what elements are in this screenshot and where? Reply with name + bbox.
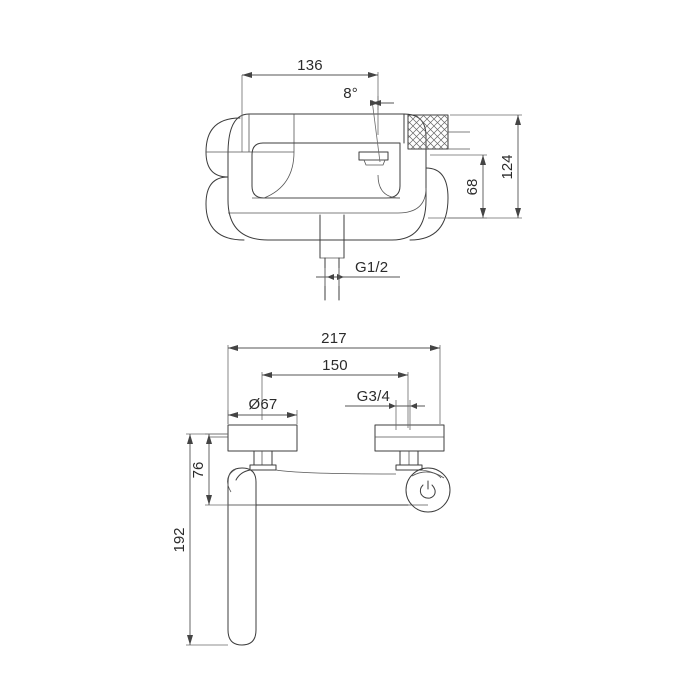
dim-124-label: 124 [499,154,516,179]
left-hex-nut [249,450,277,471]
knurled-handle [407,114,470,150]
dim-8deg: 8° [343,85,394,163]
dim-d67: Ø67 [227,396,298,424]
power-icon [419,480,436,499]
dim-192: 192 [171,433,228,646]
top-view-body-outline [205,113,449,241]
dim-g12-label: G1/2 [355,259,388,276]
left-escutcheon [210,424,298,452]
front-view: 217 150 Ø67 G3/4 [171,330,451,646]
dim-8deg-label: 8° [343,85,358,102]
right-escutcheon [374,424,445,452]
dim-136-label: 136 [297,57,323,74]
front-view-body [228,469,442,506]
dim-g34-label: G3/4 [357,388,390,405]
dim-150-label: 150 [322,357,348,374]
right-hex-nut [395,450,423,471]
outlet-shank [319,214,345,301]
power-knob[interactable] [405,467,451,513]
dim-76-label: 76 [190,462,207,479]
dim-g34: G3/4 [345,388,425,430]
dim-192-label: 192 [171,527,188,552]
dim-g12: G1/2 [316,259,400,286]
dim-68-label: 68 [464,179,481,196]
dim-124: 124 [448,114,522,219]
aerator-outlet [358,151,389,166]
dim-217: 217 [227,330,441,424]
dim-217-label: 217 [321,330,347,347]
dim-68: 68 [428,154,487,219]
dim-150: 150 [261,357,409,428]
dim-76: 76 [190,433,256,506]
dim-136: 136 [241,57,379,152]
top-view: 136 8° 68 124 [205,57,522,301]
lever-handle [227,467,257,646]
dim-d67-label: Ø67 [249,396,278,413]
